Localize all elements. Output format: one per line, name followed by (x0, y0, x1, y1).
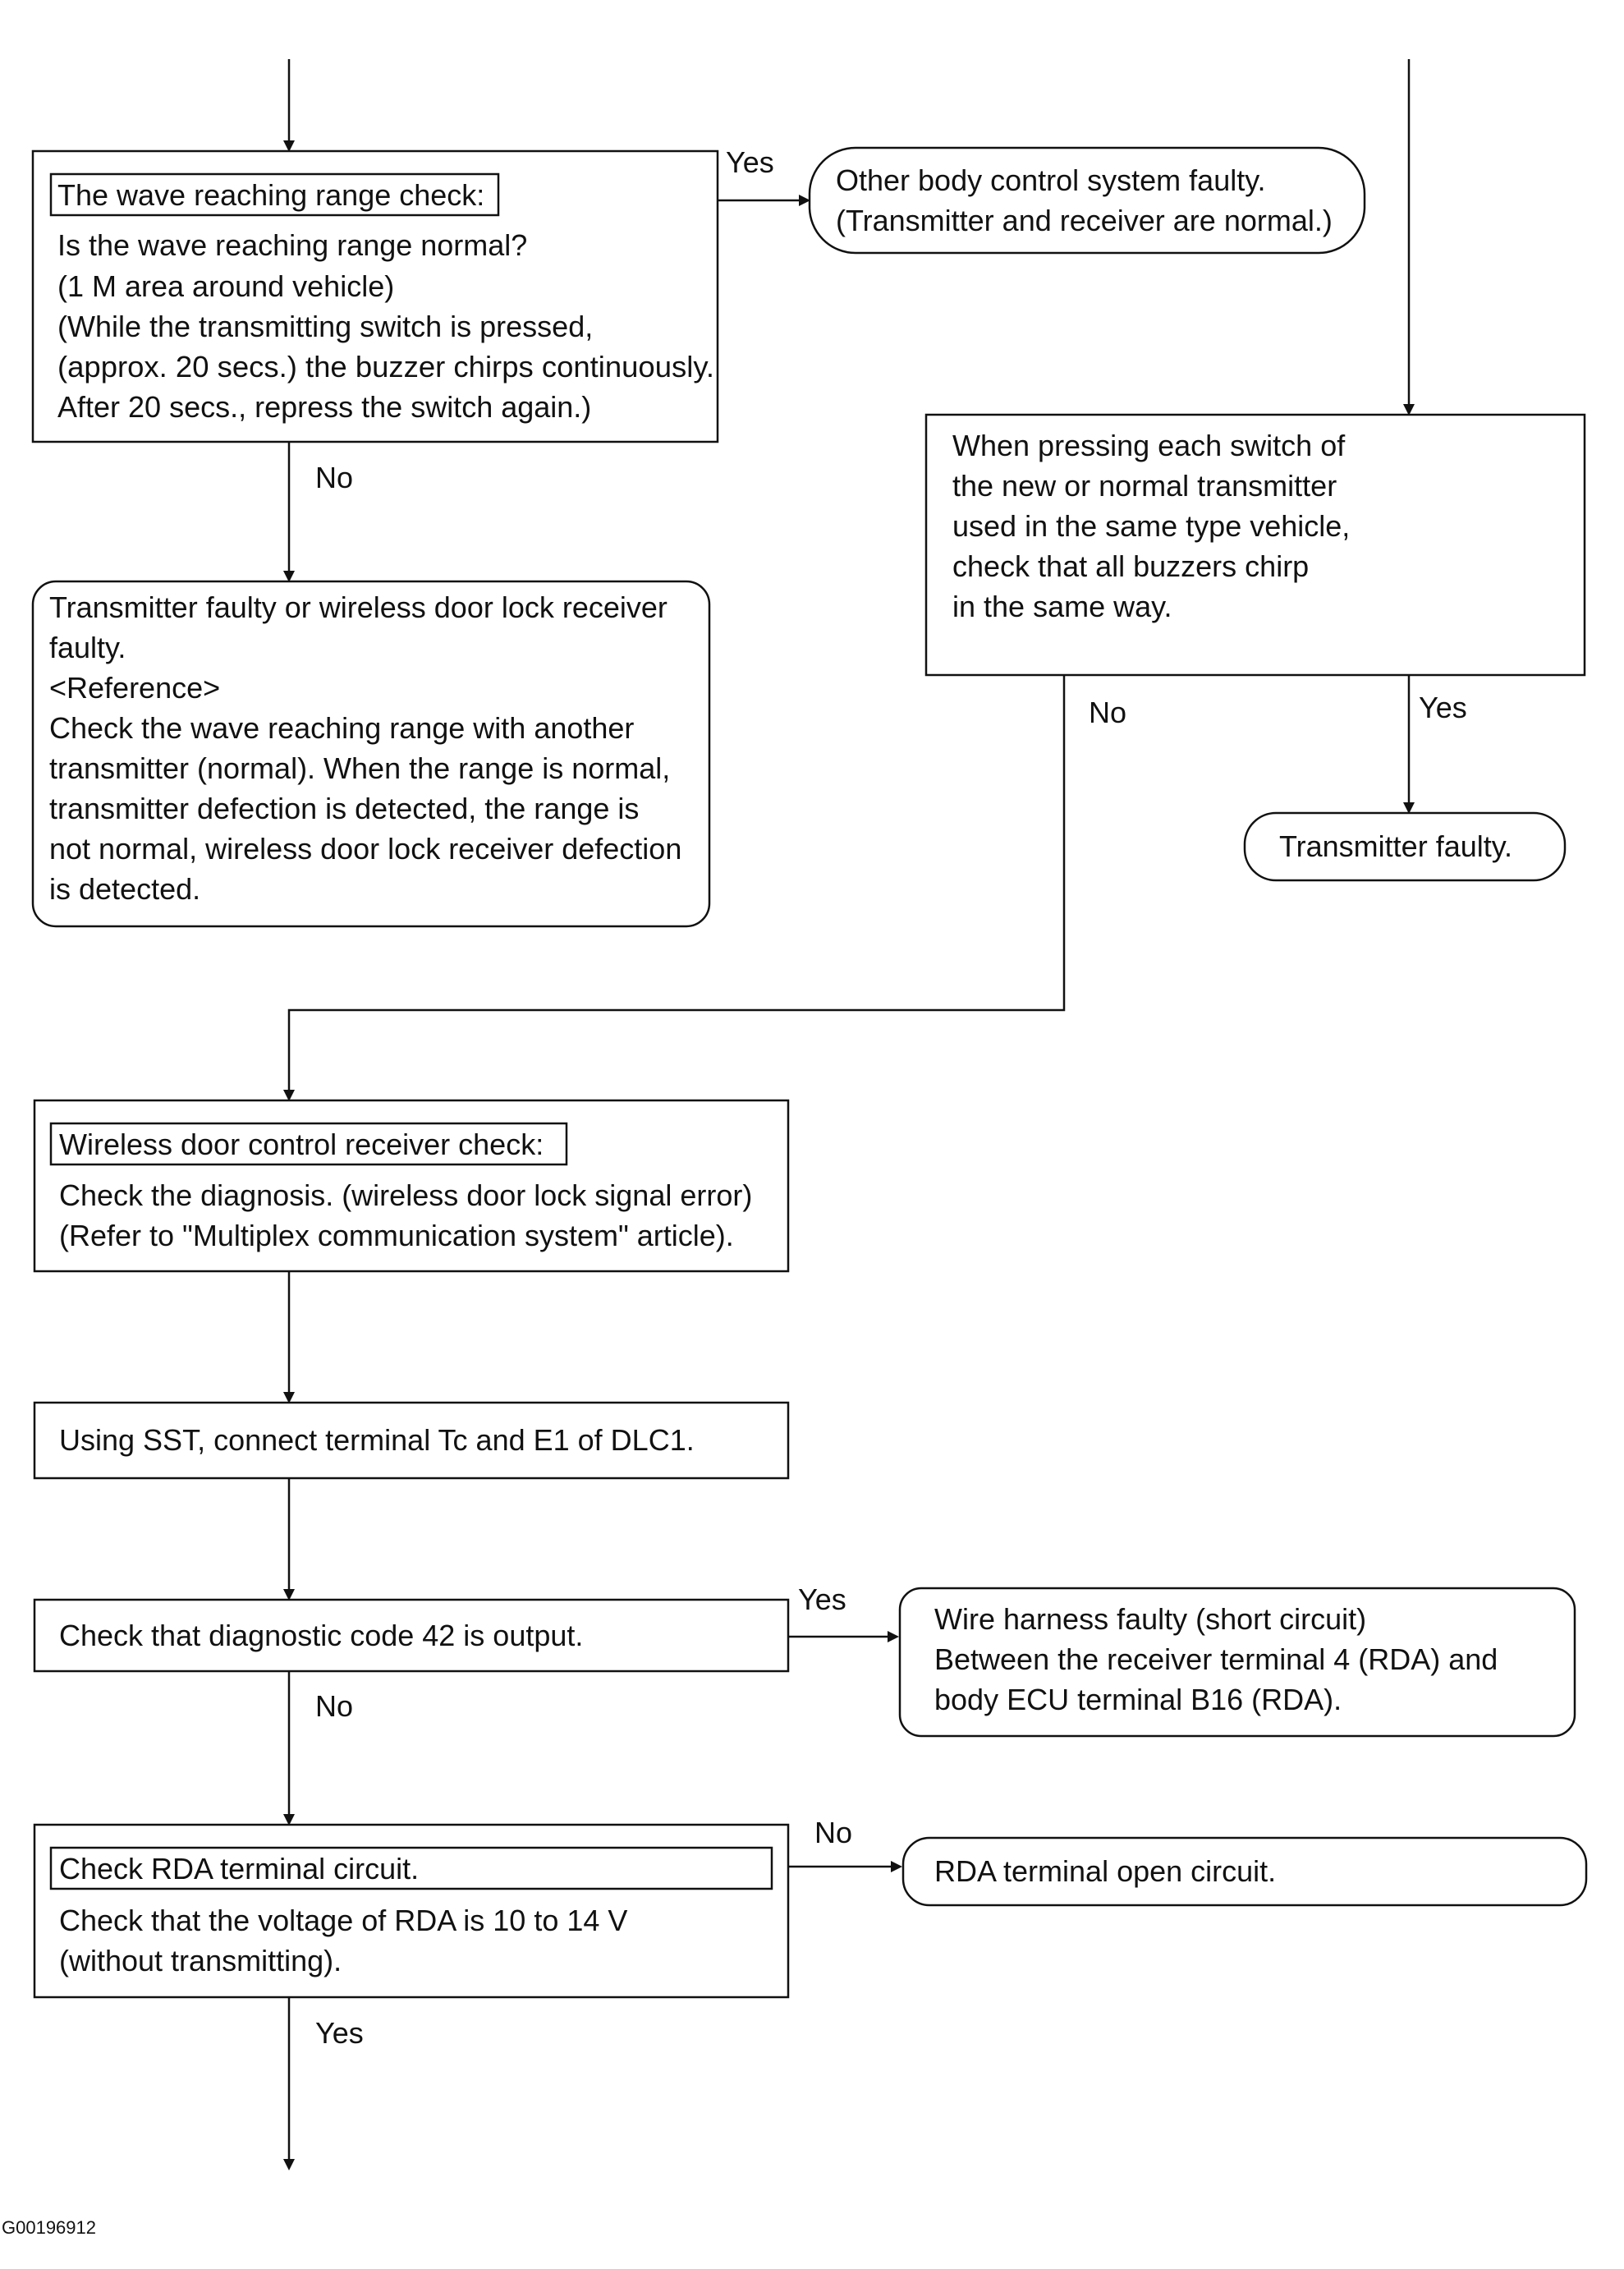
tr-faulty-line: <Reference> (49, 671, 220, 705)
tr-faulty-line: faulty. (49, 631, 126, 664)
arrow-pressing-no (283, 675, 1066, 1101)
rda-open-text: RDA terminal open circuit. (934, 1854, 1276, 1888)
code42-box: Check that diagnostic code 42 is output. (33, 1598, 790, 1673)
label-no-code42: No (315, 1689, 353, 1723)
receiver-check-line: Check the diagnosis. (wireless door lock… (59, 1178, 752, 1212)
sst-step-box: Using SST, connect terminal Tc and E1 of… (33, 1401, 790, 1480)
label-no-rda: No (814, 1816, 852, 1849)
tr-faulty-line: transmitter (normal). When the range is … (49, 751, 670, 785)
label-yes-pressing: Yes (1419, 691, 1467, 724)
other-body-line: (Transmitter and receiver are normal.) (836, 204, 1333, 237)
sst-step-text: Using SST, connect terminal Tc and E1 of… (59, 1423, 695, 1457)
transmitter-receiver-faulty-box: Transmitter faulty or wireless door lock… (31, 580, 711, 928)
rda-check-heading-frame (49, 1846, 773, 1890)
tr-faulty-line: Transmitter faulty or wireless door lock… (49, 590, 667, 624)
figure-id: G00196912 (2, 2217, 96, 2238)
wave-check-line: (1 M area around vehicle) (57, 269, 394, 303)
wave-check-line: (approx. 20 secs.) the buzzer chirps con… (57, 350, 714, 384)
pressing-switch-line: in the same way. (952, 590, 1172, 623)
pressing-switch-line: used in the same type vehicle, (952, 509, 1350, 543)
wave-check-heading-frame (49, 172, 500, 217)
label-yes-wave: Yes (726, 145, 774, 179)
transmitter-faulty-text: Transmitter faulty. (1279, 829, 1512, 863)
harness-faulty-line: body ECU terminal B16 (RDA). (934, 1683, 1342, 1716)
receiver-check-line: (Refer to "Multiplex communication syste… (59, 1219, 734, 1252)
harness-faulty-line: Between the receiver terminal 4 (RDA) an… (934, 1642, 1498, 1676)
wave-check-heading: The wave reaching range check: (57, 178, 484, 212)
tr-faulty-line: Check the wave reaching range with anoth… (49, 711, 634, 745)
label-yes-code42: Yes (798, 1582, 846, 1616)
tr-faulty-line: is detected. (49, 872, 200, 906)
label-no-wave: No (315, 461, 353, 494)
code42-text: Check that diagnostic code 42 is output. (59, 1619, 583, 1652)
wave-check-box: The wave reaching range check: Is the wa… (31, 149, 719, 443)
transmitter-faulty-terminal: Transmitter faulty. (1243, 811, 1567, 882)
other-body-line: Other body control system faulty. (836, 163, 1266, 197)
label-no-pressing: No (1089, 696, 1126, 729)
pressing-switch-box: When pressing each switch of the new or … (924, 413, 1586, 677)
pressing-switch-line: the new or normal transmitter (952, 469, 1337, 503)
receiver-check-heading-frame (49, 1122, 568, 1166)
rda-check-line: (without transmitting). (59, 1944, 342, 1977)
connectors (283, 59, 1415, 2170)
receiver-check-box: Wireless door control receiver check: Ch… (33, 1099, 790, 1273)
wave-check-line: (While the transmitting switch is presse… (57, 310, 593, 343)
branch-labels: Yes No No Yes Yes No No Yes (315, 145, 1467, 2050)
tr-faulty-line: transmitter defection is detected, the r… (49, 792, 639, 825)
rda-check-line: Check that the voltage of RDA is 10 to 1… (59, 1904, 627, 1937)
wave-check-line: After 20 secs., repress the switch again… (57, 390, 591, 424)
receiver-check-heading: Wireless door control receiver check: (59, 1128, 544, 1161)
pressing-switch-line: check that all buzzers chirp (952, 549, 1309, 583)
harness-faulty-line: Wire harness faulty (short circuit) (934, 1602, 1366, 1636)
rda-check-box: Check RDA terminal circuit. Check that t… (33, 1823, 790, 1999)
rda-check-heading: Check RDA terminal circuit. (59, 1852, 419, 1885)
label-yes-rda: Yes (315, 2016, 364, 2050)
tr-faulty-line: not normal, wireless door lock receiver … (49, 832, 681, 866)
harness-faulty-box: Wire harness faulty (short circuit) Betw… (898, 1587, 1576, 1738)
wave-check-line: Is the wave reaching range normal? (57, 228, 527, 262)
pressing-switch-line: When pressing each switch of (952, 429, 1346, 462)
other-body-terminal: Other body control system faulty. (Trans… (808, 146, 1366, 255)
rda-open-terminal: RDA terminal open circuit. (901, 1836, 1588, 1907)
